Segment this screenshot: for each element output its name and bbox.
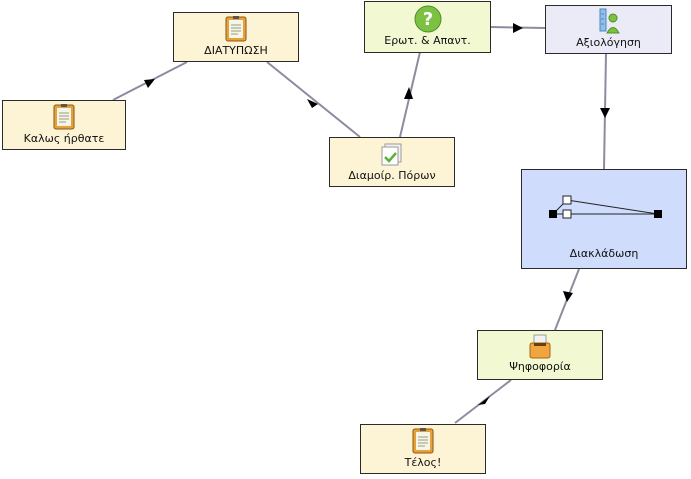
node-end[interactable]: Τέλος! [360, 424, 486, 474]
node-label: Τέλος! [404, 456, 442, 469]
arrowhead-branch-vote [563, 291, 573, 302]
ballot-box-icon [528, 334, 552, 364]
edge-diatyposi-diamoir[interactable] [266, 61, 361, 138]
node-label: ΔΙΑΤΥΠΩΣΗ [204, 44, 268, 57]
node-diatyposi[interactable]: ΔΙΑΤΥΠΩΣΗ [173, 12, 299, 62]
node-resource-sharing[interactable]: Διαμοίρ. Πόρων [329, 137, 455, 187]
arrowhead-qa-assess [513, 23, 523, 33]
node-label: Καλως ήρθατε [23, 132, 105, 145]
arrowhead-diatyposi-diamoir [307, 99, 318, 108]
notepad-icon [53, 104, 75, 134]
node-label: Ερωτ. & Απαντ. [384, 34, 471, 47]
node-label: Διακλάδωση [569, 247, 639, 260]
arrowhead-assess-branch [600, 108, 610, 118]
node-welcome[interactable]: Καλως ήρθατε [2, 100, 126, 150]
node-label: Ψηφοφορία [509, 360, 571, 373]
svg-text:?: ? [422, 9, 432, 30]
node-questions-answers[interactable]: ? Ερωτ. & Απαντ. [364, 1, 491, 53]
node-branching[interactable]: Διακλάδωση [521, 169, 687, 269]
node-label: Διαμοίρ. Πόρων [348, 169, 436, 182]
resource-icon [379, 142, 405, 170]
notepad-icon [225, 16, 247, 46]
branching-icon [546, 194, 662, 228]
node-label: Αξιολόγηση [576, 36, 641, 49]
arrowhead-welcome-diatyposi [144, 79, 155, 88]
node-assessment[interactable]: Αξιολόγηση [545, 5, 672, 54]
node-voting[interactable]: Ψηφοφορία [477, 330, 603, 380]
question-icon: ? [414, 5, 442, 37]
notepad-icon [412, 428, 434, 458]
arrowhead-diamoir-qa [404, 87, 413, 99]
assessment-icon [598, 8, 620, 38]
arrowhead-vote-end [478, 396, 490, 405]
